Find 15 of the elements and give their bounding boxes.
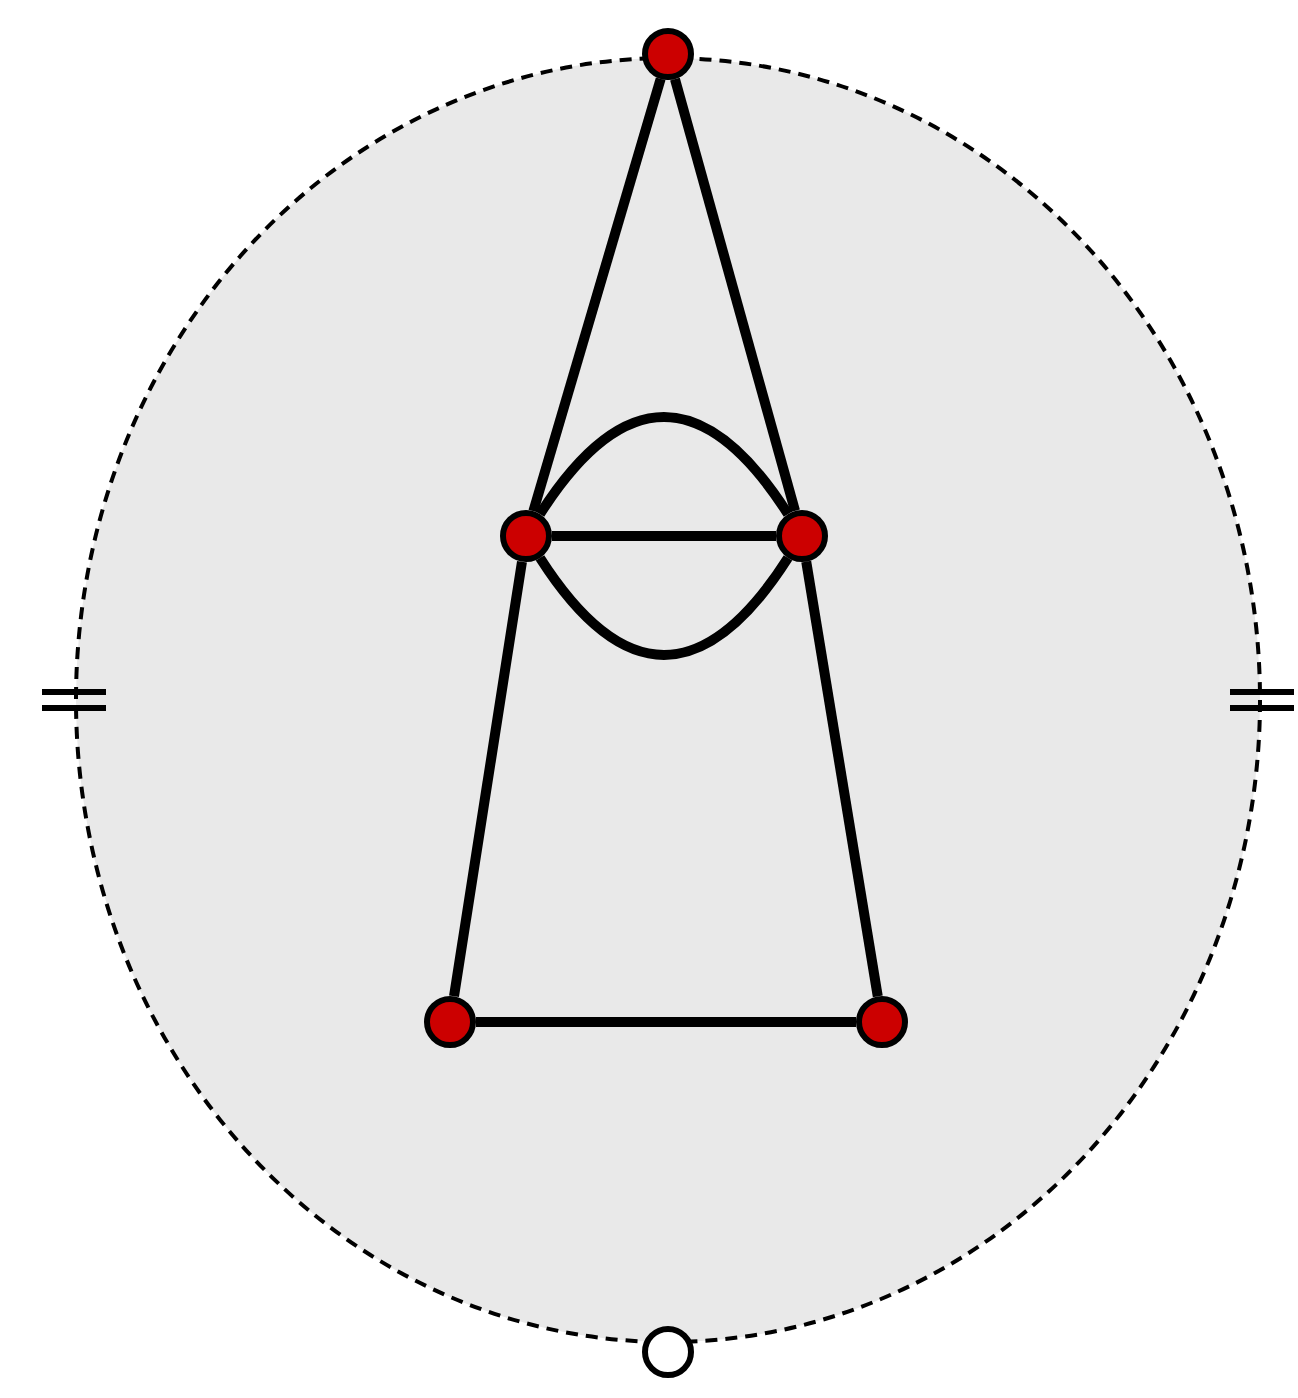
vertex-dot [424,996,476,1048]
vertex-dot [856,996,908,1048]
disk [74,56,1262,1344]
edge-line [476,1017,856,1027]
edge-line [449,560,527,998]
edge-line [670,77,800,513]
edge-line [552,531,776,541]
vertex-dot [642,28,694,80]
edge-line [801,560,883,998]
vertex-dot [776,510,828,562]
edge-line [528,77,666,513]
hollow-vertex [642,1326,694,1378]
edge-line [535,555,793,660]
edge-line [535,412,793,517]
vertex-dot [500,510,552,562]
